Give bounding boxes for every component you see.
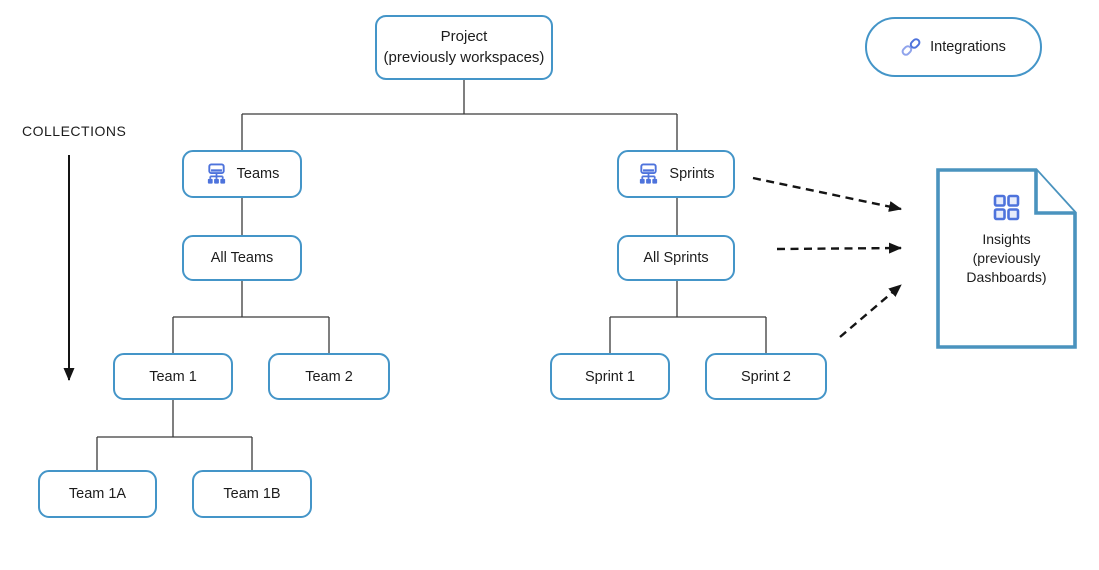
node-all-teams: All Teams xyxy=(182,235,302,281)
team1b-label: Team 1B xyxy=(223,486,281,502)
project-label: Project (previously workspaces) xyxy=(384,27,545,68)
team1-label: Team 1 xyxy=(149,368,197,385)
insights-label-line2: (previously xyxy=(972,250,1041,266)
project-label-line1: Project xyxy=(440,28,488,45)
node-sprint1: Sprint 1 xyxy=(550,353,670,400)
insights-content: Insights (previously Dashboards) xyxy=(938,194,1075,287)
dashed-arrow-sprints-to-insights xyxy=(752,176,902,212)
sprint1-label: Sprint 1 xyxy=(585,368,635,385)
node-teams: Teams xyxy=(182,150,302,198)
teams-label: Teams xyxy=(236,166,280,182)
document-shape xyxy=(936,168,1077,349)
node-team1: Team 1 xyxy=(113,353,233,400)
sprints-label: Sprints xyxy=(669,166,715,182)
dashed-arrow-sprintrow-to-insights xyxy=(839,284,902,338)
node-sprints: Sprints xyxy=(617,150,735,198)
dashed-arrow-allsprints-to-insights xyxy=(776,242,902,254)
node-integrations: Integrations xyxy=(865,17,1042,77)
sprint2-label: Sprint 2 xyxy=(741,368,791,385)
org-chart-icon xyxy=(207,162,225,184)
node-team1a: Team 1A xyxy=(38,470,157,518)
insights-label-line1: Insights xyxy=(982,231,1031,247)
node-project: Project (previously workspaces) xyxy=(375,15,553,80)
team1a-label: Team 1A xyxy=(68,486,127,502)
insights-label-line3: Dashboards) xyxy=(966,269,1047,285)
grid-icon xyxy=(993,194,1020,221)
all-teams-label: All Teams xyxy=(210,250,274,266)
org-chart-icon xyxy=(640,162,658,184)
all-sprints-label: All Sprints xyxy=(643,250,709,266)
node-team1b: Team 1B xyxy=(192,470,312,518)
integrations-label: Integrations xyxy=(930,39,1006,55)
link-icon xyxy=(901,38,921,56)
project-label-line2: (previously workspaces) xyxy=(383,49,545,66)
node-all-sprints: All Sprints xyxy=(617,235,735,281)
collections-label: COLLECTIONS xyxy=(22,123,127,139)
insights-document: Insights (previously Dashboards) xyxy=(930,162,1085,357)
team2-label: Team 2 xyxy=(305,368,353,385)
node-sprint2: Sprint 2 xyxy=(705,353,827,400)
node-team2: Team 2 xyxy=(268,353,390,400)
